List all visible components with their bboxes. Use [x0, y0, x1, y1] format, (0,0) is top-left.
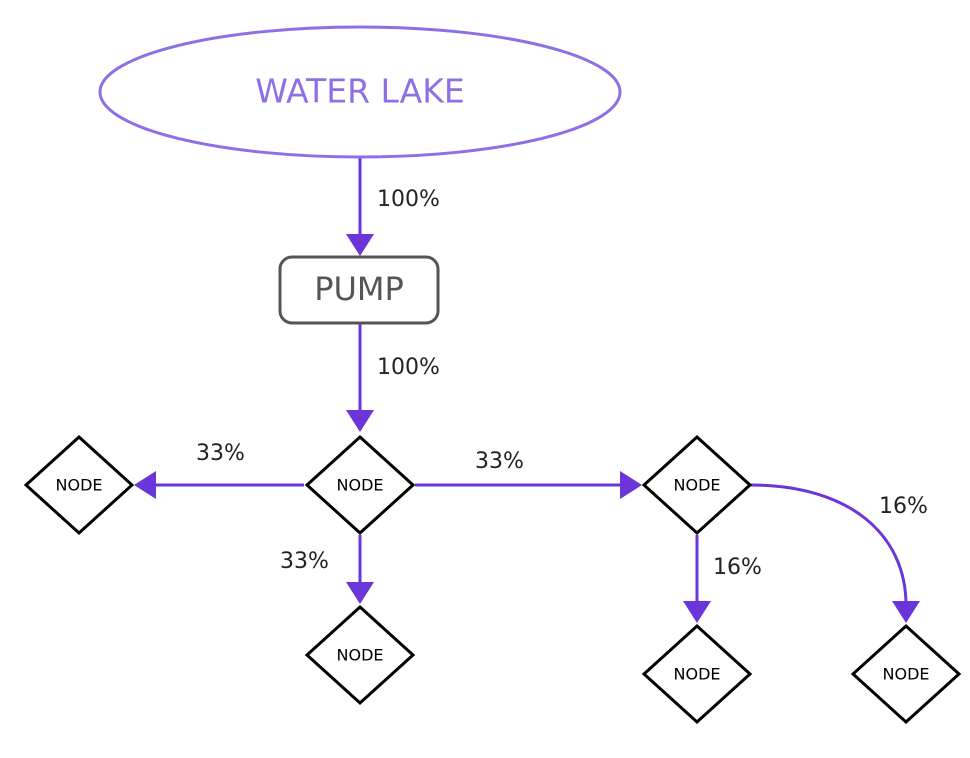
edge-labels: 100% 100% 33% 33% 33% 16% 16%: [196, 187, 928, 580]
node-right-label: NODE: [674, 476, 721, 495]
arrow-center-to-bottom: [346, 582, 374, 604]
edge-label-lake-to-pump: 100%: [377, 187, 440, 212]
edge-label-center-to-right: 33%: [475, 449, 524, 474]
pump-box: [278, 255, 440, 325]
edges: [134, 158, 920, 623]
arrow-pump-to-center: [346, 410, 374, 432]
water-lake-label: WATER LAKE: [255, 72, 464, 111]
node-center: NODE: [304, 434, 416, 536]
node-center-diamond: [304, 434, 416, 536]
node-left: NODE: [23, 434, 135, 536]
arrow-center-to-left: [134, 471, 156, 499]
arrow-right-to-right-bottom: [683, 601, 711, 623]
node-right-bottom-diamond: [641, 623, 753, 725]
node-bottom: NODE: [304, 604, 416, 706]
node-right-bottom: NODE: [641, 623, 753, 725]
node-right: NODE: [641, 434, 753, 536]
edge-label-right-to-far-right: 16%: [879, 494, 928, 519]
node-left-label: NODE: [56, 476, 103, 495]
node-bottom-diamond: [304, 604, 416, 706]
node-bottom-label: NODE: [337, 646, 384, 665]
edge-label-pump-to-center: 100%: [377, 355, 440, 380]
arrow-lake-to-pump: [346, 234, 374, 256]
pump-label: PUMP: [314, 270, 404, 308]
edge-label-center-to-left: 33%: [196, 441, 245, 466]
edge-label-right-to-right-bottom: 16%: [713, 555, 762, 580]
node-far-right: NODE: [850, 623, 962, 725]
pump: PUMP: [278, 255, 440, 325]
node-right-diamond: [641, 434, 753, 536]
node-far-right-label: NODE: [883, 665, 930, 684]
edge-label-center-to-bottom: 33%: [280, 549, 329, 574]
node-right-bottom-label: NODE: [674, 665, 721, 684]
node-far-right-diamond: [850, 623, 962, 725]
nodes: NODE NODE NODE NODE NODE NODE: [23, 434, 962, 725]
water-lake-ellipse: [98, 25, 622, 159]
arrow-center-to-right: [620, 471, 642, 499]
arrow-right-to-far-right: [892, 601, 920, 623]
water-lake: WATER LAKE: [98, 25, 622, 159]
node-center-label: NODE: [337, 476, 384, 495]
node-left-diamond: [23, 434, 135, 536]
edge-right-to-far-right: [750, 483, 908, 606]
